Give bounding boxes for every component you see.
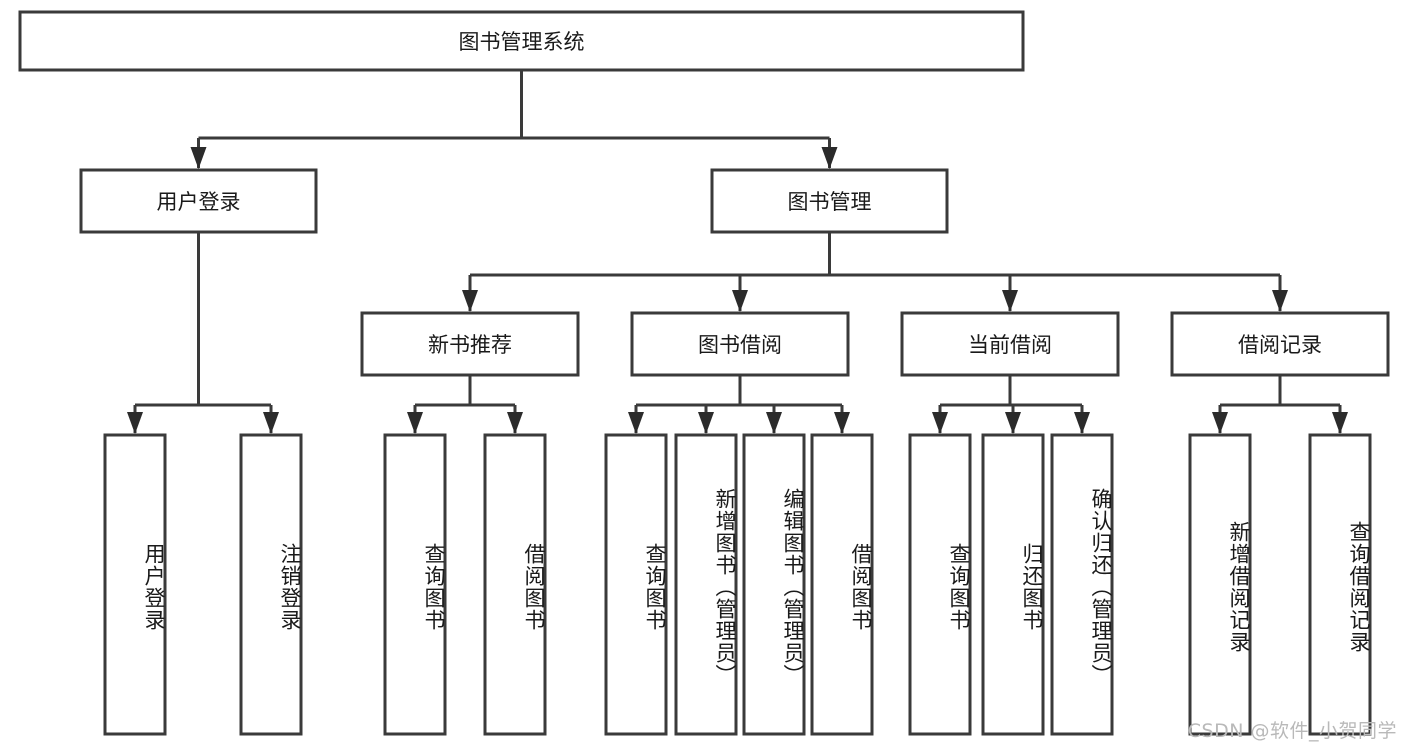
node-rect: [1050, 433, 1114, 736]
arrow-head-icon: [263, 412, 279, 434]
node-label: 当前借阅: [968, 333, 1052, 357]
leaf-node-3[interactable]: [483, 433, 547, 736]
level2-node-0[interactable]: 新书推荐: [360, 311, 580, 377]
node-rect: [742, 433, 806, 736]
leaf-node-11[interactable]: [1188, 433, 1252, 736]
leaf-node-6[interactable]: [742, 433, 806, 736]
arrow-head-icon: [1074, 412, 1090, 434]
level2-node-3[interactable]: 借阅记录: [1170, 311, 1390, 377]
node-rect: [908, 433, 972, 736]
arrow-head-icon: [732, 290, 748, 312]
node-rect: [483, 433, 547, 736]
node-label: 用户登录: [157, 190, 241, 214]
node-rect: [1308, 433, 1372, 736]
node-rect: [239, 433, 303, 736]
arrow-head-icon: [932, 412, 948, 434]
arrow-head-icon: [1005, 412, 1021, 434]
leaf-node-2[interactable]: [383, 433, 447, 736]
arrow-head-icon: [1212, 412, 1228, 434]
arrow-head-icon: [1332, 412, 1348, 434]
level2-node-2[interactable]: 当前借阅: [900, 311, 1120, 377]
leaf-node-0[interactable]: [103, 433, 167, 736]
node-rect: [674, 433, 738, 736]
leaf-node-7[interactable]: [810, 433, 874, 736]
node-rect: [1188, 433, 1252, 736]
node-rect: [810, 433, 874, 736]
node-rect: [604, 433, 668, 736]
level1-node-1[interactable]: 图书管理: [710, 168, 949, 234]
arrow-head-icon: [628, 412, 644, 434]
arrow-head-icon: [1002, 290, 1018, 312]
arrow-head-icon: [834, 412, 850, 434]
node-rect: [383, 433, 447, 736]
node-label: 图书借阅: [698, 333, 782, 357]
leaf-node-5[interactable]: [674, 433, 738, 736]
node-rect: [900, 311, 1120, 377]
leaf-node-1[interactable]: [239, 433, 303, 736]
level1-node-0[interactable]: 用户登录: [79, 168, 318, 234]
arrow-head-icon: [698, 412, 714, 434]
arrow-head-icon: [507, 412, 523, 434]
arrow-head-icon: [821, 147, 838, 169]
arrow-head-icon: [766, 412, 782, 434]
leaf-node-9[interactable]: [981, 433, 1045, 736]
node-rect: [360, 311, 580, 377]
arrow-head-icon: [127, 412, 143, 434]
node-label: 新书推荐: [428, 333, 512, 357]
node-label: 图书管理系统: [459, 30, 585, 54]
level2-node-1[interactable]: 图书借阅: [630, 311, 850, 377]
arrow-head-icon: [462, 290, 478, 312]
node-rect: [103, 433, 167, 736]
node-rect: [79, 168, 318, 234]
node-label: 图书管理: [788, 190, 872, 214]
watermark: CSDN @软件_小贺同学: [1187, 720, 1397, 742]
arrow-head-icon: [190, 147, 207, 169]
node-label: 借阅记录: [1238, 333, 1322, 357]
node-rect: [981, 433, 1045, 736]
leaf-node-8[interactable]: [908, 433, 972, 736]
leaf-node-12[interactable]: [1308, 433, 1372, 736]
leaf-node-4[interactable]: [604, 433, 668, 736]
arrow-head-icon: [1272, 290, 1288, 312]
node-rect: [18, 10, 1025, 72]
leaf-node-10[interactable]: [1050, 433, 1114, 736]
root-node[interactable]: 图书管理系统: [18, 10, 1025, 72]
arrow-head-icon: [407, 412, 423, 434]
